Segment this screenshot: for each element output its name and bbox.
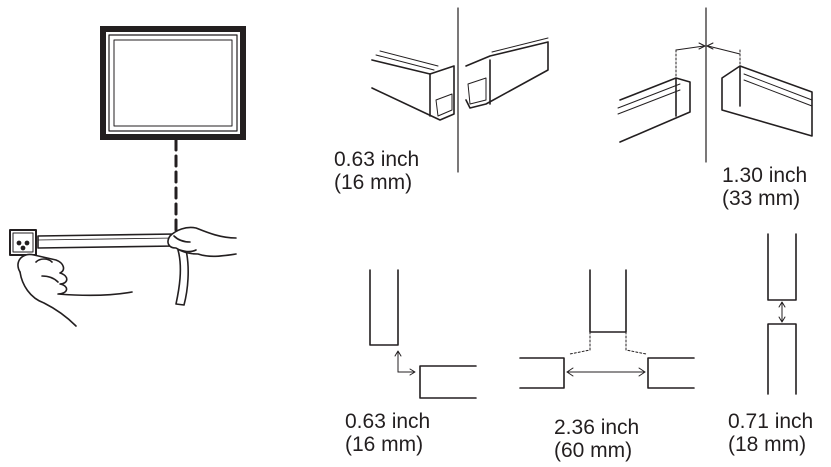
gap-label-vertical: 0.71 inch (18 mm) — [728, 410, 813, 456]
right-hand — [167, 226, 237, 258]
vertical-gap — [767, 233, 797, 395]
corner-trim-top — [371, 7, 549, 173]
gap-label-mm: (18 mm) — [728, 433, 807, 457]
gap-label-inch: 2.36 inch — [554, 416, 640, 439]
gap-label-tee: 2.36 inch (60 mm) — [554, 416, 639, 462]
left-hand — [17, 253, 133, 327]
corner-gap-bottom — [369, 269, 477, 399]
tv-frame — [100, 26, 246, 140]
gap-label-inch: 1.30 inch — [722, 164, 808, 187]
tee-gap — [519, 269, 695, 389]
gap-label-mm: (16 mm) — [345, 433, 424, 457]
measuring-tape — [37, 233, 189, 306]
gap-label-mm: (16 mm) — [334, 171, 413, 195]
gap-label-inch: 0.63 inch — [345, 410, 431, 433]
wall-trim-top — [617, 7, 813, 163]
gap-label-inch: 0.63 inch — [334, 148, 420, 171]
gap-label-inch: 0.71 inch — [728, 410, 814, 433]
gap-label-corner-bottom: 0.63 inch (16 mm) — [345, 410, 430, 456]
gap-label-corner-top: 0.63 inch (16 mm) — [334, 148, 419, 194]
power-outlet — [9, 229, 37, 256]
gap-label-mm: (60 mm) — [554, 439, 633, 463]
gap-label-wall-top: 1.30 inch (33 mm) — [722, 164, 807, 210]
gap-label-mm: (33 mm) — [722, 187, 801, 211]
